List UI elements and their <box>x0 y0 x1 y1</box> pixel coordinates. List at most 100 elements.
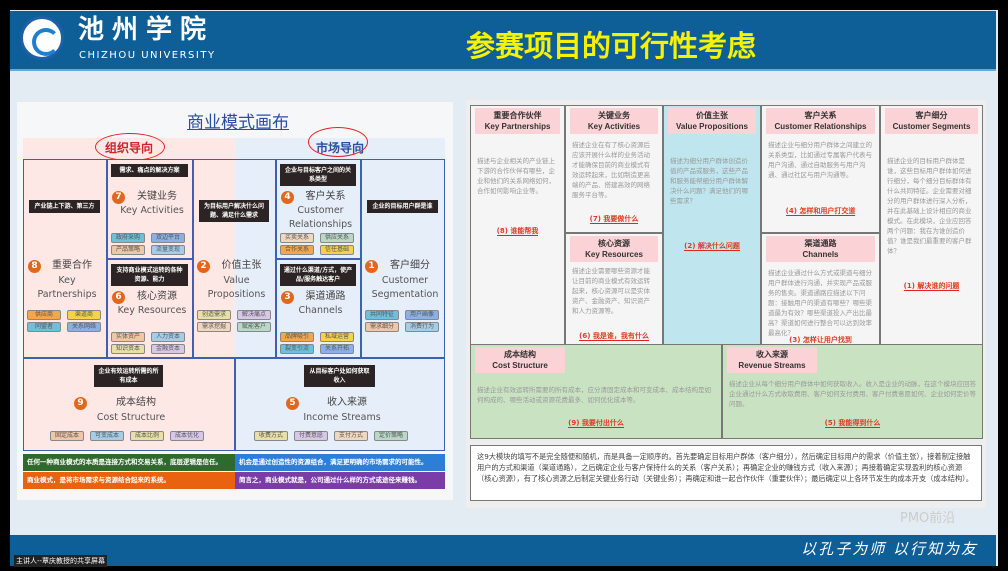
block-number-badge: 5 <box>286 397 299 410</box>
block-tag: 为目标用户解决什么问题、满足什么需求 <box>199 200 269 222</box>
tag-chip: 固定成本 <box>50 431 84 441</box>
key-question: (3) 怎样让用户找到 <box>762 335 879 345</box>
description-block: 核心资源 Key Resources 描述企业需要哪些资源才能让目前的商业模式有效… <box>565 233 663 350</box>
tag-chip: 供应关系 <box>320 233 354 243</box>
tag-chip: 实体资产 <box>111 332 145 342</box>
block-title-en: Key Activities <box>120 205 184 216</box>
block-title-en: Channels <box>802 250 839 259</box>
block-number-badge: 2 <box>197 260 210 273</box>
block-title-en: Key Partnerships <box>484 122 551 131</box>
presenter-label: 主讲人--覃庆教授的共享屏幕 <box>14 555 108 567</box>
block-tag: 支持商业模式运转的各种资源、能力 <box>111 264 188 286</box>
block-tag: 需求、痛点的解决方案 <box>111 164 188 177</box>
key-question-text: (9) 我要付出什么 <box>568 419 624 428</box>
tag-chip: 定价策略 <box>374 431 408 441</box>
tag-chip: 支付方式 <box>334 431 368 441</box>
description-block: 重要合作伙伴 Key Partnerships 描述与企业相关的产业链上下游的合作… <box>470 105 565 350</box>
tag-chip: 同盟者 <box>27 322 61 332</box>
block-number-badge: 8 <box>28 260 41 273</box>
annotation-circle <box>95 133 165 161</box>
tag-chip: 人力资本 <box>151 332 185 342</box>
tag-chip: 创造需求 <box>197 310 231 320</box>
watermark: PMO前沿 <box>900 511 956 526</box>
tag-chip: 知识资本 <box>111 344 145 354</box>
tag-chip: 关系网络 <box>67 322 101 332</box>
block-title-en: Revenue Streams <box>738 361 806 370</box>
block-title-en: Customer Segments <box>892 122 971 131</box>
tag-chip: 私域运营 <box>320 332 354 342</box>
block-title-cn: 关键业务 <box>598 111 630 120</box>
tag-chip: 合作关系 <box>280 245 314 255</box>
motto: 以孔子为师 以行知为友 <box>801 540 978 558</box>
tag-chip: 供应商 <box>27 310 61 320</box>
block-title-cn: 重要合作伙伴 <box>493 111 542 120</box>
tag-chip: 共同特征 <box>365 310 399 320</box>
block-description: 描述企业在有了核心资源后应该开展什么样的业务活动才能确保目前的商业模式有效运转起… <box>572 141 650 199</box>
tag-chip: 双边平台 <box>151 233 185 243</box>
tag-chip: 消费行为 <box>405 322 439 332</box>
block-number-badge: 1 <box>365 260 378 273</box>
tag-chip: 渠道商 <box>67 310 101 320</box>
block-title-cn: 核心资源 <box>598 239 630 248</box>
block-header: 核心资源 Key Resources <box>570 236 658 262</box>
insight-banner: 简言之，商业模式就是，公司通过什么样的方式或途径来赚钱。 <box>235 472 445 489</box>
block-title-en: Key Resources <box>585 250 643 259</box>
key-question: (8) 谁能帮我 <box>471 226 564 236</box>
block-description: 描述与企业相关的产业链上下游的合作伙伴有哪些，企业和他们的关系网络如何，合作如何… <box>477 157 555 195</box>
block-tag: 企业与目标客户之间的关系类型 <box>280 164 356 186</box>
block-title-cn: 成本结构 <box>116 397 156 408</box>
block-description: 描述为细分用户群体创造价值的产品或服务，这些产品和服务能帮细分用户群体解决什么问… <box>670 157 748 205</box>
key-question-text: (7) 我要做什么 <box>589 215 639 224</box>
tag-chip: 产品策略 <box>111 245 145 255</box>
block-description: 描述企业的目标用户群体是谁，这些目标用户群体如何进行细分，每个细分目标群体有什么… <box>887 157 972 255</box>
block-title-en: Key Partnerships <box>37 275 97 300</box>
school-name-cn: 池州学院 <box>78 15 215 45</box>
school-name-en: CHIZHOU UNIVERSITY <box>79 50 216 61</box>
tag-chip: 流量变现 <box>151 245 185 255</box>
key-question: (9) 我要付出什么 <box>471 418 721 428</box>
block-title-cn: 价值主张 <box>221 260 262 271</box>
key-question-text: (1) 解决谁的问题 <box>903 282 960 291</box>
slide-title: 参赛项目的可行性考虑 <box>466 29 757 63</box>
block-title-en: Cost Structure <box>492 361 548 370</box>
block-tag: 企业有效运转所需的所有成本 <box>94 365 163 387</box>
key-question: (2) 解决什么问题 <box>664 241 760 251</box>
tag-chip: 需求挖掘 <box>197 322 231 332</box>
block-description: 描述企业需要哪些资源才能让目前的商业模式有效运转起来，核心资源可以是实体资产、金… <box>572 267 650 315</box>
tag-chip: 信任基础 <box>320 245 354 255</box>
block-number-badge: 4 <box>281 191 294 204</box>
block-title-cn: 成本结构 <box>504 350 536 359</box>
block-title-en: Channels <box>298 305 343 316</box>
key-question-text: (5) 我能得到什么 <box>824 419 881 428</box>
block-number-badge: 7 <box>112 191 125 204</box>
tag-chip: 赋能客户 <box>237 322 271 332</box>
block-number-badge: 6 <box>112 291 125 304</box>
canvas-title: 商业模式画布 <box>187 113 289 133</box>
key-question-text: (2) 解决什么问题 <box>684 242 740 251</box>
block-title-cn: 渠道通路 <box>804 239 837 248</box>
block-description: 描述企业有效运转所需要的所有成本，应分清固定成本和可变成本、成本结构是如何构成的… <box>477 386 711 404</box>
insight-banner: 商业模式，是将市场需求与资源结合起来的系统。 <box>23 472 235 489</box>
block-title-en: Income Streams <box>303 412 381 423</box>
summary-text: 这9大模块的填写不是完全随便和随机，而是具备一定顺序的。首先要确定目标用户群体（… <box>470 445 982 501</box>
key-question-text: (6) 我是谁，我有什么 <box>579 332 649 341</box>
tag-chip: 收费方式 <box>254 431 288 441</box>
block-title-cn: 核心资源 <box>137 291 177 302</box>
block-title-cn: 重要合作 <box>52 260 92 271</box>
slide-header <box>10 11 996 71</box>
block-header: 重要合作伙伴 Key Partnerships <box>475 108 560 134</box>
block-tag: 企业的目标用户群是谁 <box>367 200 438 213</box>
block-description: 描述企业从每个细分用户群体中如何获取收入。收入是企业的动脉，在这个模块应回答企业… <box>729 380 976 408</box>
block-title-en: Value Propositions <box>207 275 266 300</box>
block-title-cn: 客户关系 <box>305 191 346 202</box>
key-question: (1) 解决谁的问题 <box>881 281 982 291</box>
tag-chip: 成本优化 <box>170 431 204 441</box>
